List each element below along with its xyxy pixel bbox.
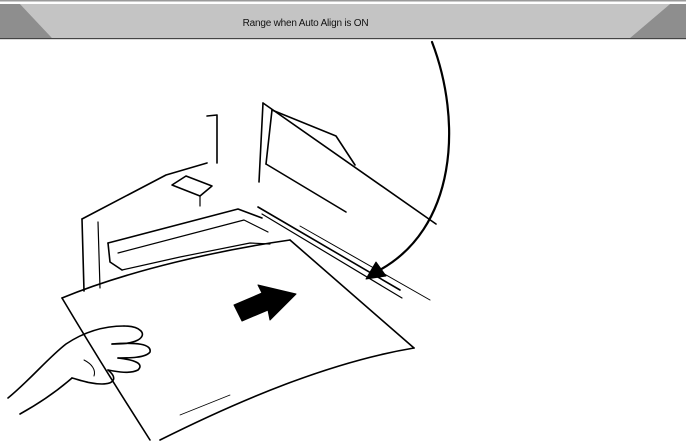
tray-left xyxy=(108,243,122,270)
hand-top xyxy=(8,326,124,398)
printer-body xyxy=(82,103,436,300)
paper-fold-line xyxy=(180,395,230,415)
feed-guide-upper xyxy=(258,207,400,290)
finger-2 xyxy=(112,343,150,358)
paper-left-edge xyxy=(62,298,150,440)
lid-vertical xyxy=(259,103,263,182)
leader-arrow-line xyxy=(376,42,449,272)
lid-back-edge xyxy=(207,115,217,163)
arrow-right-icon xyxy=(234,285,296,321)
tray-back xyxy=(108,209,262,243)
hand xyxy=(8,326,150,414)
body-inner-edge xyxy=(98,222,100,288)
finger-1 xyxy=(112,326,142,344)
lid-window-bottom xyxy=(266,164,346,212)
lid-diagonal-top xyxy=(263,103,436,224)
tray-back-inner xyxy=(118,220,268,253)
lid-window-left xyxy=(266,110,272,164)
paper-top-edge xyxy=(62,240,290,298)
edge-guide-line xyxy=(300,226,430,300)
paper-sheet xyxy=(62,240,414,440)
hand-bottom xyxy=(20,378,72,414)
thumb-crease xyxy=(84,360,95,376)
paper-bottom-edge xyxy=(160,348,414,440)
top-block xyxy=(172,176,212,196)
body-left-edge xyxy=(82,219,84,291)
finger-3 xyxy=(108,358,140,372)
feed-guide-lower xyxy=(262,214,402,298)
